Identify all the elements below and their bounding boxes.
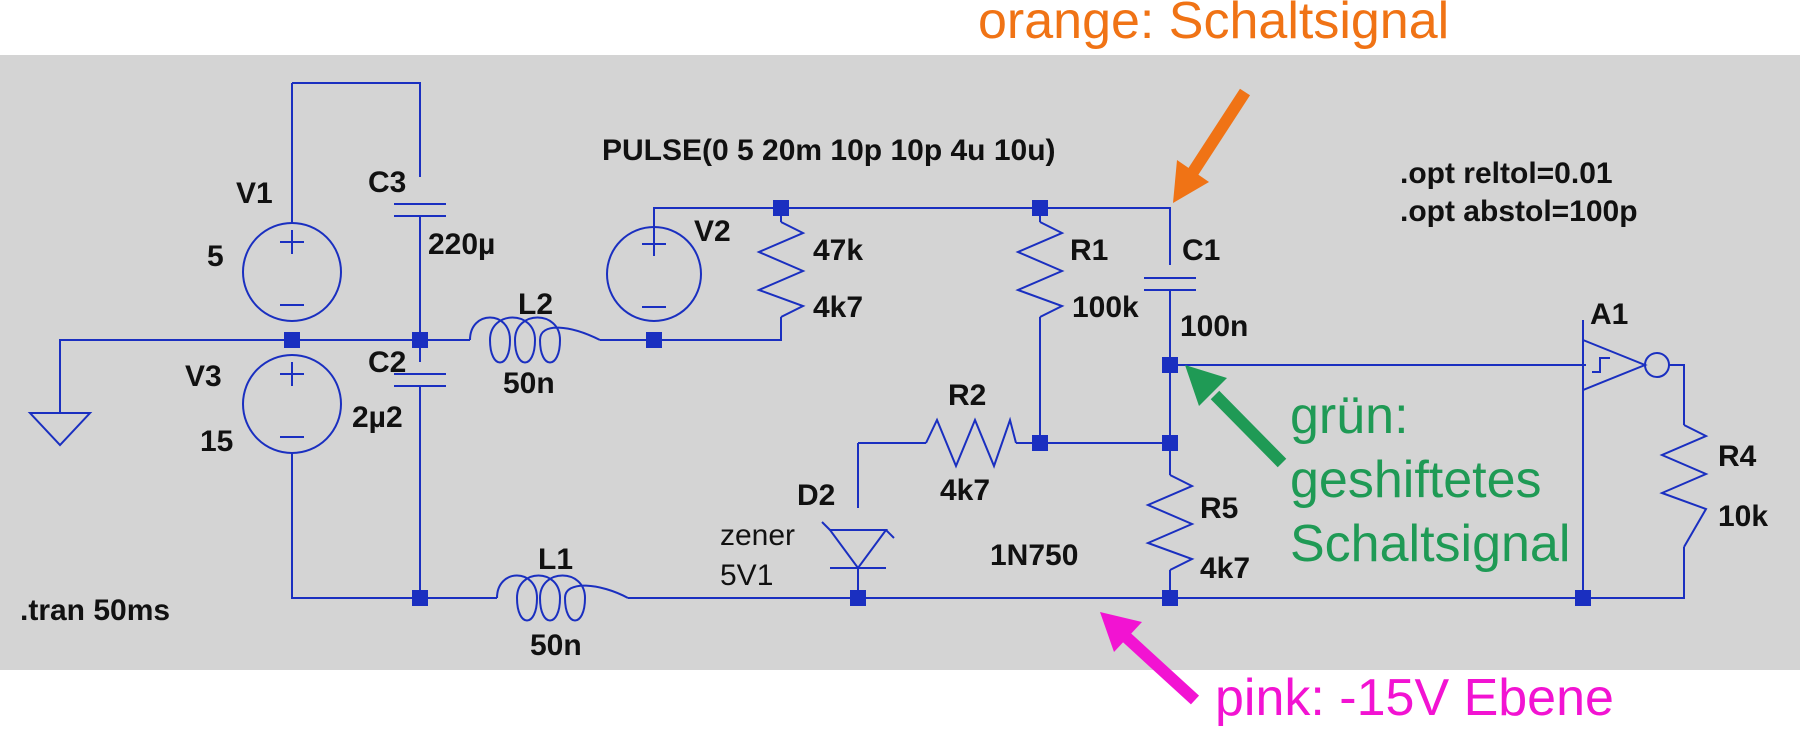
v3-source (242, 354, 342, 454)
green-arrow-shaft (1210, 390, 1287, 468)
orange-arrow-shaft (1187, 88, 1251, 176)
l2-inductor (469, 316, 601, 364)
pink-annotation: pink: -15V Ebene (1215, 669, 1614, 727)
c3-value-label: 220µ (428, 228, 495, 261)
ground-symbol (27, 412, 93, 447)
v2-res-label-1: 47k (813, 234, 863, 267)
r5-resistor (1145, 474, 1195, 571)
r5-value-label: 4k7 (1200, 552, 1250, 585)
v1-value-label: 5 (207, 240, 224, 273)
schematic-background (0, 55, 1800, 670)
v2-res-label-2: 4k7 (813, 291, 863, 324)
c1-capacitor (1144, 277, 1196, 300)
c2-value-label: 2µ2 (352, 401, 403, 434)
l1-name-label: L1 (538, 543, 573, 576)
orange-annotation: orange: Schaltsignal (978, 0, 1449, 50)
spice-directives: PULSE(0 5 20m 10p 10p 4u 10u) .opt relto… (20, 134, 1638, 627)
a1-schmitt-inverter (1582, 338, 1670, 392)
v3-value-label: 15 (200, 425, 233, 458)
r1-name-label: R1 (1070, 234, 1108, 267)
r4-resistor (1659, 424, 1709, 548)
l2-value-label: 50n (503, 367, 555, 400)
v1-name-label: V1 (236, 177, 273, 210)
v2-source (606, 226, 702, 322)
component-labels: V1 5 V3 15 V2 C3 220µ C2 2µ2 L2 50n L1 5… (185, 166, 1768, 662)
junction-nodes (284, 200, 1591, 606)
green-annotation-line2: geshiftetes (1290, 451, 1542, 509)
c1-value-label: 100n (1180, 310, 1248, 343)
l1-inductor (496, 574, 629, 622)
d2-type-label-2: 5V1 (720, 559, 773, 592)
c3-capacitor (394, 203, 446, 217)
tran-directive: .tran 50ms (20, 594, 170, 627)
orange-arrow-head (1173, 160, 1209, 203)
d2-name-label: D2 (797, 479, 835, 512)
r4-value-label: 10k (1718, 500, 1768, 533)
r2-value-label: 4k7 (940, 474, 990, 507)
pulse-directive: PULSE(0 5 20m 10p 10p 4u 10u) (602, 134, 1056, 167)
green-annotation-line3: Schaltsignal (1290, 515, 1570, 573)
v2-load-resistor (756, 221, 806, 318)
d2-type-label-1: zener (720, 519, 795, 552)
pink-arrow-shaft (1120, 631, 1200, 705)
r1-resistor (1015, 221, 1065, 318)
opt-reltol-directive: .opt reltol=0.01 (1400, 157, 1613, 190)
green-annotation-line1: grün: (1290, 387, 1409, 445)
v1-source (242, 222, 342, 322)
l2-name-label: L2 (518, 288, 553, 321)
c1-name-label: C1 (1182, 234, 1220, 267)
r4-name-label: R4 (1718, 440, 1757, 473)
c2-name-label: C2 (368, 346, 406, 379)
r5-name-label: R5 (1200, 492, 1238, 525)
r2-resistor (925, 416, 1017, 469)
a1-name-label: A1 (1590, 298, 1628, 331)
pink-arrow-head (1100, 612, 1142, 652)
d2-zener-diode (821, 521, 895, 570)
v3-name-label: V3 (185, 360, 222, 393)
green-arrow-head (1185, 365, 1227, 406)
color-annotations: orange: Schaltsignal grün: geshiftetes S… (978, 0, 1614, 727)
c3-name-label: C3 (368, 166, 406, 199)
l1-value-label: 50n (530, 629, 582, 662)
c2-capacitor (394, 340, 446, 402)
d2-model-label: 1N750 (990, 539, 1078, 572)
v2-name-label: V2 (694, 215, 731, 248)
r2-name-label: R2 (948, 379, 986, 412)
opt-abstol-directive: .opt abstol=100p (1400, 195, 1638, 228)
r1-value-label: 100k (1072, 291, 1139, 324)
